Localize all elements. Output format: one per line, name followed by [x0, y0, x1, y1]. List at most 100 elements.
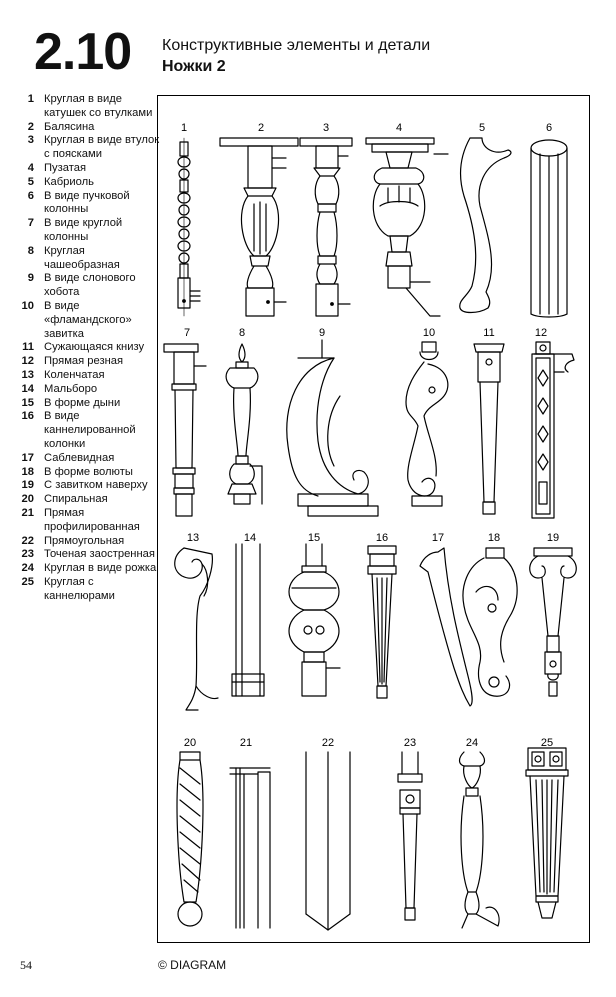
leg-4-bulbous: [365, 137, 449, 317]
page-subtitle: Ножки 2: [162, 58, 226, 75]
legend-number: 13: [21, 368, 34, 381]
legend-text: Саблевидная: [44, 451, 115, 464]
legend-text: Прямая резная: [44, 355, 124, 368]
legend-item: 14 Мальборо: [12, 383, 162, 397]
leg-11-tapered: [473, 343, 505, 515]
legend-text: Круглая в виде рожка: [44, 562, 157, 575]
legend-item: 20 Спиральная: [12, 493, 162, 507]
legend-number: 2: [27, 120, 34, 133]
figure-label: 10: [423, 327, 435, 339]
figure-label: 4: [396, 122, 402, 134]
legend-number: 22: [21, 534, 34, 547]
legend-item: 12 Прямая резная: [12, 355, 162, 369]
legend-text: Круглая чашеобразная: [44, 244, 120, 271]
leg-illustrations: 1 2 3 4 5 6 7 8 9 10 11 12 13 14 15 16 1…: [163, 122, 577, 931]
figure-label: 22: [322, 737, 334, 749]
legend-text: В виде пучковой колонны: [44, 189, 130, 216]
figure-label: 24: [466, 737, 478, 749]
legend-text: В форме волюты: [44, 465, 133, 478]
figure-label: 19: [547, 532, 559, 544]
illustration-frame: 1 2 3 4 5 6 7 8 9 10 11 12 13 14 15 16 1…: [157, 95, 590, 943]
legend-text: С завитком наверху: [44, 479, 148, 492]
figure-label: 12: [535, 327, 547, 339]
leg-25-fluted-round: [525, 747, 569, 919]
leg-2-baluster: [219, 137, 299, 317]
legend-number: 7: [27, 217, 34, 230]
leg-1-bobbin: [177, 137, 201, 317]
legend-text: В виде каннелированной колонки: [44, 410, 136, 450]
leg-16-fluted: [367, 545, 397, 699]
legend-text: Спиральная: [44, 493, 108, 506]
legend-number: 4: [27, 161, 34, 174]
leg-15-melon: [288, 543, 341, 697]
legend-text: Точеная заостренная: [44, 548, 155, 561]
leg-6-cluster-column: [530, 139, 568, 318]
legend-item: 5 Кабриоль: [12, 176, 162, 190]
leg-8-cup: [225, 343, 263, 505]
legend-number: 18: [21, 465, 34, 478]
leg-12-carved: [531, 341, 575, 519]
legend-item: 25 Круглая с каннелюрами: [12, 576, 162, 604]
legend-number: 17: [21, 451, 34, 464]
figure-label: 14: [244, 532, 256, 544]
legend-number: 5: [27, 175, 34, 188]
legend-item: 6 В виде пучковой колонны: [12, 190, 162, 218]
legend-item: 22 Прямоугольная: [12, 535, 162, 549]
legend-number: 23: [21, 548, 34, 561]
legend-text: В виде круглой колонны: [44, 217, 123, 243]
legend-text: Прямоугольная: [44, 534, 125, 547]
figure-label: 15: [308, 532, 320, 544]
legend-item: 16 В виде каннелированной колонки: [12, 410, 162, 451]
figure-label: 9: [319, 327, 325, 339]
figure-label: 2: [258, 122, 264, 134]
legend-item: 3 Круглая в виде втулок с поясками: [12, 134, 162, 162]
figure-label: 13: [187, 532, 199, 544]
page-number: 54: [20, 958, 32, 972]
legend-text: Круглая с каннелюрами: [44, 575, 115, 602]
leg-18-volute: [462, 547, 518, 697]
legend-text: Балясина: [44, 120, 95, 133]
leg-17-sabre: [419, 547, 473, 707]
legend-text: Сужающаяся книзу: [44, 341, 145, 354]
legend-text: Коленчатая: [44, 368, 105, 381]
legend-text: В форме дыни: [44, 396, 121, 409]
section-number: 2.10: [34, 23, 132, 81]
page-title: Конструктивные элементы и детали: [162, 37, 431, 54]
legend-number: 14: [21, 382, 34, 395]
legend-number: 20: [21, 493, 34, 506]
legend-number: 6: [27, 189, 34, 202]
legend-number: 12: [21, 355, 34, 368]
leg-22-rectangular: [305, 751, 351, 931]
figure-label: 20: [184, 737, 196, 749]
figure-label: 17: [432, 532, 444, 544]
figure-label: 3: [323, 122, 329, 134]
legend-text: Мальборо: [44, 382, 98, 395]
legend-item: 11 Сужающаяся книзу: [12, 341, 162, 355]
legend-item: 13 Коленчатая: [12, 369, 162, 383]
legend-text: Круглая в виде втулок с поясками: [44, 134, 160, 161]
leg-14-marlborough: [231, 543, 265, 697]
figure-label: 1: [181, 122, 187, 134]
legend-item: 17 Саблевидная: [12, 452, 162, 466]
figure-label: 23: [404, 737, 416, 749]
legend-number: 16: [21, 410, 34, 423]
leg-9-elephant-trunk: [286, 339, 379, 517]
legend-number: 8: [27, 244, 34, 257]
figure-label: 7: [184, 327, 190, 339]
legend-number: 11: [22, 341, 34, 354]
legend-text: Кабриоль: [44, 175, 94, 188]
figure-label: 16: [376, 532, 388, 544]
leg-10-flemish-scroll: [405, 341, 449, 507]
legend-text: В виде слонового хобота: [44, 272, 136, 299]
legend-number: 25: [21, 575, 34, 588]
legend-number: 3: [27, 134, 34, 147]
legend-item: 7 В виде круглой колонны: [12, 217, 162, 245]
